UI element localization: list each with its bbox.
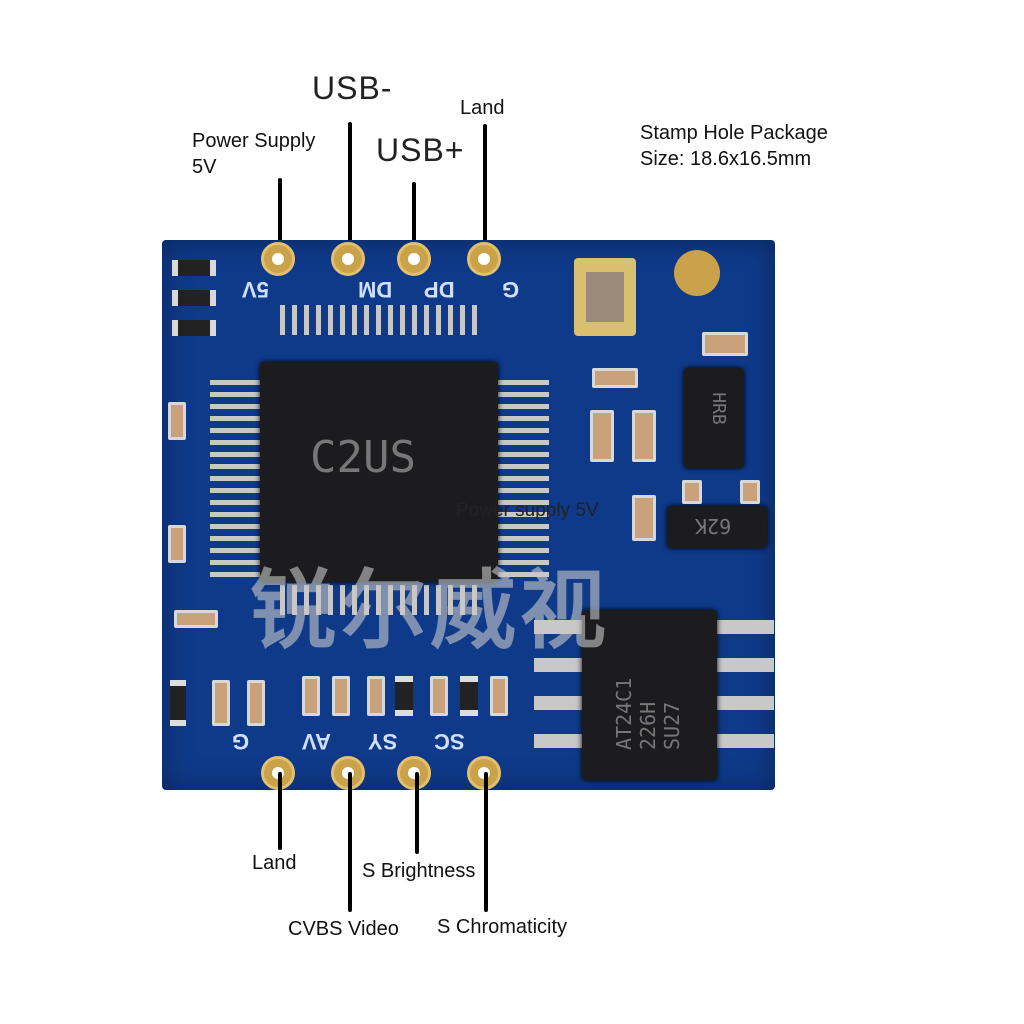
crystal [574,258,636,336]
eeprom-marking-1: AT24C1 [612,677,636,750]
mounting-pad [674,250,720,296]
regulator-marking: HRB [707,392,729,425]
power-supply-label: Power Supply [192,130,316,152]
resistor [172,320,216,336]
silk-av: AV [302,729,331,754]
resistor [172,290,216,306]
regulator: HRB [684,368,744,468]
capacitor [490,676,508,716]
eeprom-marking-3: SU27 [660,701,684,750]
eeprom-chip: AT24C1 226H SU27 [582,610,717,780]
capacitor [592,368,638,388]
capacitor [682,480,702,504]
usb-plus-label: USB+ [376,132,465,168]
capacitor [247,680,265,726]
package-size-label: Size: 18.6x16.5mm [640,148,812,170]
leader-line [484,772,488,912]
leader-line [483,124,487,266]
capacitor [740,480,760,504]
leader-line [278,772,282,850]
watermark: 锐尔威视 [250,563,610,659]
capacitor [332,676,350,716]
silk-g: G [502,277,520,302]
pad-dp [397,242,431,276]
pad-g-top [467,242,501,276]
silk-sc: SC [434,729,465,754]
land-top-label: Land [460,97,505,119]
leader-line [278,178,282,266]
silk-dp: DP [424,277,455,302]
package-type-label: Stamp Hole Package [640,122,828,144]
chip-pins-bottom [280,585,480,615]
leader-line [415,772,419,854]
silk-dm: DM [358,277,393,302]
usb-minus-label: USB- [312,70,393,106]
capacitor [367,676,385,716]
resistor [172,260,216,276]
transistor: 62K [667,506,767,548]
silk-5v: 5V [242,277,269,302]
capacitor [212,680,230,726]
s-chromaticity-label: S Chromaticity [437,916,568,938]
capacitor [632,410,656,462]
capacitor [168,525,186,563]
power-supply-voltage-label: 5V [192,156,217,178]
capacitor [430,676,448,716]
chip-pins-top [280,305,480,335]
capacitor [302,676,320,716]
capacitor [174,610,218,628]
pcb-board: 5V DM DP G G AV SY SC C2US HRB 62K AT24C… [162,240,775,790]
pad-sy [397,756,431,790]
s-brightness-label: S Brightness [362,860,476,882]
silk-g: G [232,729,250,754]
capacitor [168,402,186,440]
cvbs-video-label: CVBS Video [288,918,399,940]
main-chip: C2US [260,362,498,582]
leader-line [412,182,416,266]
resistor [395,676,413,716]
pad-dm [331,242,365,276]
capacitor [590,410,614,462]
leader-line [348,122,352,266]
main-chip-marking: C2US [310,432,416,483]
land-bottom-label: Land [252,852,297,874]
pad-5v [261,242,295,276]
transistor-marking: 62K [695,514,732,538]
leader-line [348,772,352,912]
resistor [170,680,186,726]
chip-pins-right [497,380,549,580]
capacitor [632,495,656,541]
capacitor [702,332,748,356]
chip-pins-left [210,380,262,580]
eeprom-marking-2: 226H [636,701,660,750]
silk-sy: SY [368,729,398,754]
resistor [460,676,478,716]
power-supply-overlay-label: Power supply 5V [456,500,599,521]
